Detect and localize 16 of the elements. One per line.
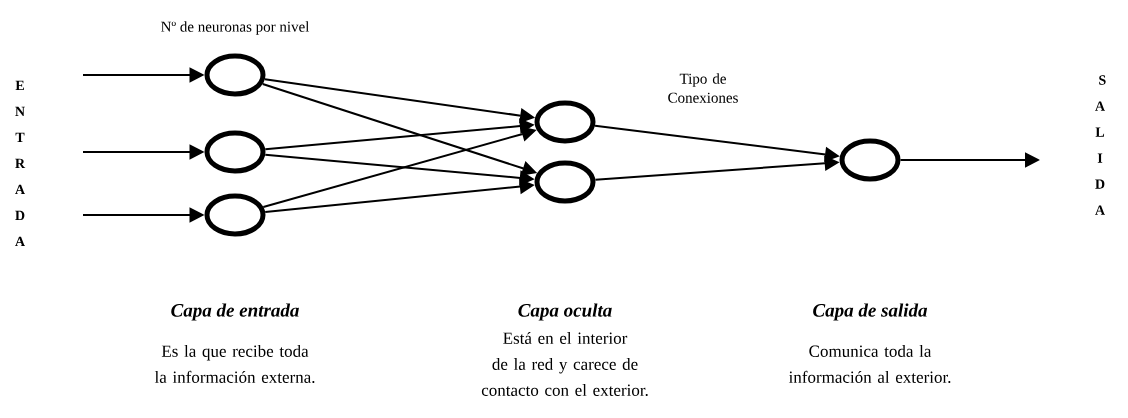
- neuron-circle: [204, 53, 266, 97]
- layer-description: Está en el interior de la red y carece de contacto con el exterior.: [481, 331, 648, 397]
- vertical-label: ENTRADA: [15, 80, 26, 246]
- neuron-circle: [204, 130, 266, 174]
- neuron-circle: [534, 160, 596, 204]
- layer-description: Comunica toda la información al exterior.: [788, 345, 951, 383]
- vertical-label: SALIDA: [1095, 75, 1106, 215]
- layer-title: Capa de entrada: [171, 303, 299, 321]
- neuron-circle: [204, 193, 266, 237]
- neuron-circle: [534, 100, 596, 144]
- layer-title: Capa de salida: [813, 303, 928, 321]
- annotation-text: Nº de neuronas por nivel: [161, 21, 310, 35]
- annotation-text: Tipo de Conexiones: [668, 73, 738, 103]
- neuron-circle: [839, 138, 901, 182]
- layer-description: Es la que recibe toda la información externa.: [154, 345, 315, 383]
- layer-title: Capa oculta: [518, 303, 612, 321]
